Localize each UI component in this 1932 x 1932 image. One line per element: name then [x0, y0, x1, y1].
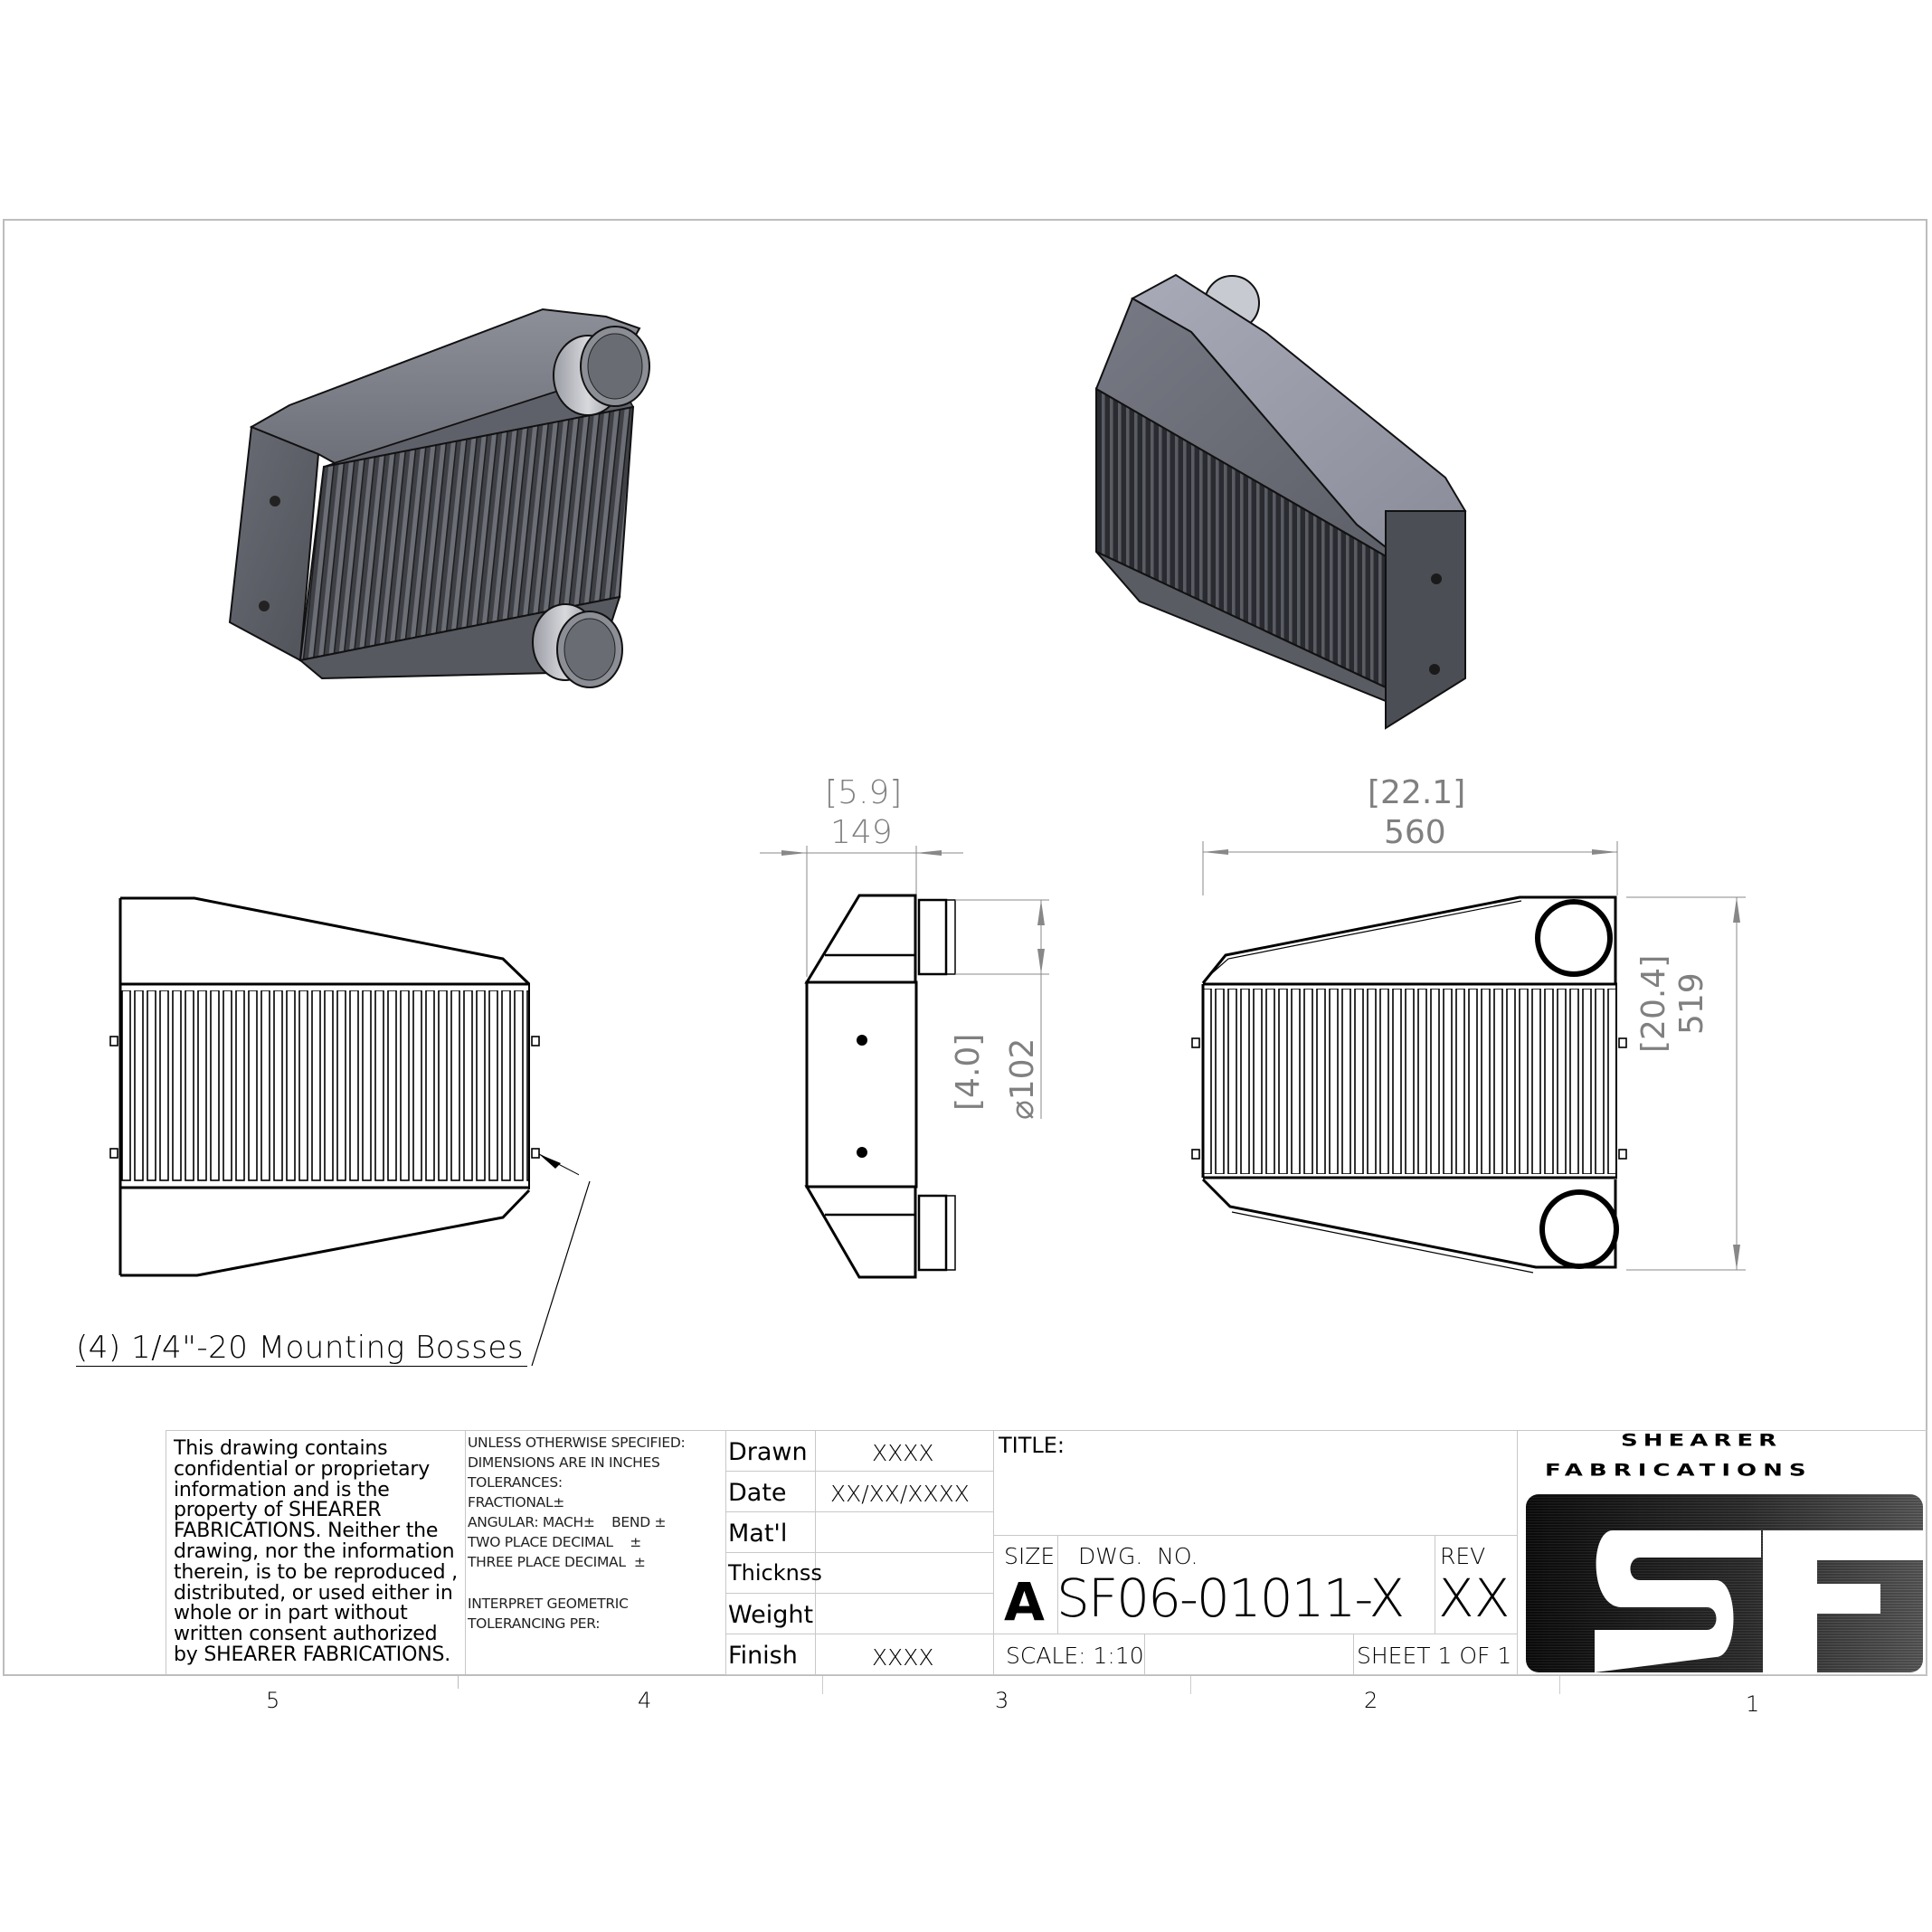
sf-logo-icon — [1595, 1530, 1923, 1672]
front-view — [109, 896, 579, 1277]
field-label-finish: Finish — [728, 1642, 798, 1670]
tolerance-line: THREE PLACE DECIMAL ± — [468, 1554, 646, 1570]
dim-height-inches: [20.4] — [1635, 954, 1672, 1053]
dwg-no-label: DWG. NO. — [1078, 1543, 1198, 1569]
field-label-weight: Weight — [728, 1601, 814, 1629]
isometric-view-left — [228, 308, 650, 688]
field-value-cell — [815, 1593, 994, 1634]
tolerance-line: TOLERANCES: — [468, 1474, 563, 1491]
field-value-cell — [815, 1552, 994, 1594]
field-value-finish: XXXX — [872, 1644, 934, 1671]
field-value-drawn: XXXX — [872, 1440, 934, 1466]
logo-text-line2: FABRICATIONS — [1545, 1461, 1813, 1481]
dim-depth-inches: [5.9] — [825, 774, 903, 811]
field-label-thickness: Thicknss — [728, 1560, 822, 1586]
tolerance-line: TWO PLACE DECIMAL ± — [468, 1534, 641, 1550]
size-label: SIZE — [1004, 1543, 1056, 1569]
field-label-drawn: Drawn — [728, 1438, 808, 1466]
side-view — [760, 846, 1049, 1279]
callout-leader-line — [531, 1180, 591, 1367]
tolerance-line: UNLESS OTHERWISE SPECIFIED: — [468, 1435, 686, 1451]
rev-value: XX — [1438, 1567, 1511, 1629]
dim-port-inches: [4.0] — [950, 1033, 987, 1111]
dim-height-mm: 519 — [1673, 972, 1710, 1035]
scale-value: SCALE: 1:10 — [1006, 1643, 1144, 1669]
sheet-number: SHEET 1 OF 1 — [1357, 1643, 1512, 1669]
tolerance-line: FRACTIONAL± — [468, 1494, 564, 1511]
logo-text-line1: SHEARER — [1621, 1431, 1783, 1451]
zone-number-2: 2 — [1364, 1688, 1378, 1713]
dim-depth-mm: 149 — [830, 814, 893, 851]
zone-number-4: 4 — [638, 1688, 652, 1713]
tolerance-line: TOLERANCING PER: — [468, 1615, 601, 1632]
zone-number-3: 3 — [995, 1688, 1009, 1713]
sf-monogram-logo — [1526, 1494, 1923, 1672]
rear-view — [1191, 841, 1746, 1274]
dim-port-mm: ⌀102 — [1004, 1037, 1041, 1120]
field-value-date: XX/XX/XXXX — [830, 1481, 970, 1507]
field-label-material: Mat'l — [728, 1520, 788, 1548]
isometric-view-right — [1094, 273, 1467, 730]
tolerance-line: ANGULAR: MACH± BEND ± — [468, 1514, 667, 1530]
drawing-sheet-border — [3, 219, 1927, 1676]
dim-width-inches: [22.1] — [1368, 774, 1466, 811]
zone-number-1: 1 — [1746, 1691, 1760, 1717]
field-label-date: Date — [728, 1479, 787, 1507]
size-value: A — [1004, 1571, 1045, 1633]
mounting-bosses-callout: (4) 1/4"-20 Mounting Bosses — [76, 1330, 528, 1367]
rev-label: REV — [1440, 1543, 1486, 1569]
dwg-no-value: SF06-01011-X — [1056, 1567, 1405, 1629]
zone-number-5: 5 — [266, 1688, 280, 1713]
confidentiality-notice: This drawing contains confidential or pr… — [174, 1437, 458, 1666]
blank-cell — [1144, 1634, 1354, 1675]
dim-width-mm: 560 — [1384, 814, 1446, 851]
title-cell — [993, 1430, 1518, 1536]
logo-cell — [1517, 1430, 1927, 1675]
field-value-cell — [815, 1511, 994, 1553]
tolerance-line: DIMENSIONS ARE IN INCHES — [468, 1454, 660, 1471]
title-label: TITLE: — [999, 1433, 1065, 1458]
tolerance-line: INTERPRET GEOMETRIC — [468, 1596, 629, 1612]
